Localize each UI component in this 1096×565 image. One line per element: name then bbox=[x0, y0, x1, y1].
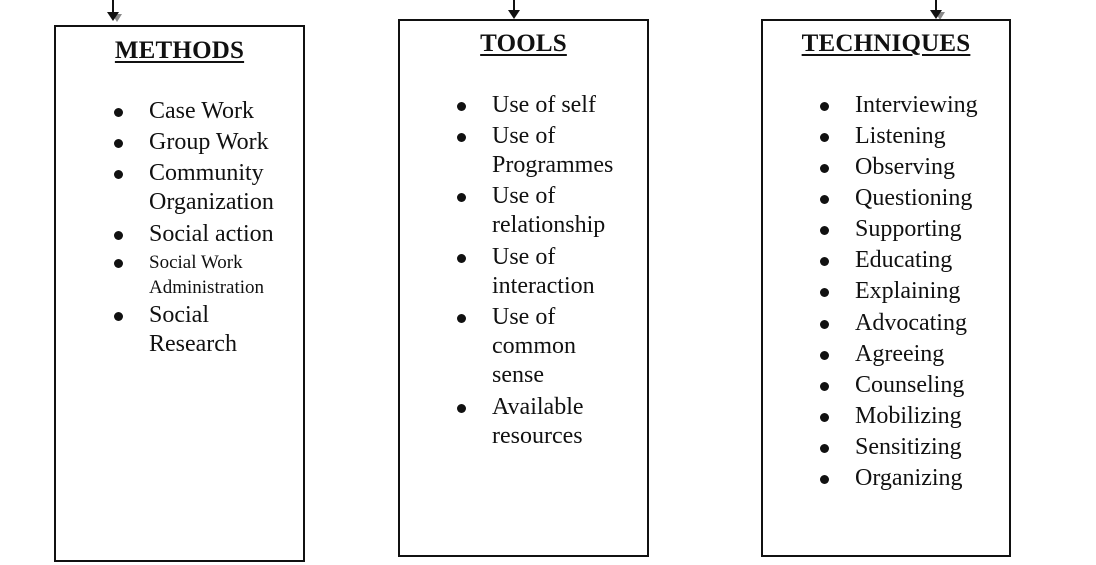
bullet-icon bbox=[820, 102, 829, 111]
tools-item-continued: sense bbox=[492, 362, 544, 388]
techniques-box: TECHNIQUES Interviewing Listening Observ… bbox=[761, 19, 1011, 557]
techniques-item: Listening bbox=[855, 123, 946, 149]
methods-item: Community bbox=[149, 160, 264, 186]
techniques-item: Questioning bbox=[855, 185, 973, 211]
tools-item: Use of bbox=[492, 123, 556, 149]
techniques-item: Observing bbox=[855, 154, 955, 180]
techniques-item: Counseling bbox=[855, 372, 965, 398]
methods-item-continued: Administration bbox=[149, 277, 265, 298]
bullet-icon bbox=[820, 444, 829, 453]
tools-item: Use of bbox=[492, 244, 556, 270]
bullet-icon bbox=[457, 102, 466, 111]
bullet-icon bbox=[820, 413, 829, 422]
bullet-icon bbox=[820, 351, 829, 360]
tools-item: Use of self bbox=[492, 92, 596, 118]
methods-item-continued: Organization bbox=[149, 189, 274, 215]
methods-box: METHODS Case Work Group Work Community O… bbox=[54, 25, 305, 562]
bullet-icon bbox=[114, 108, 123, 117]
arrow-into-methods bbox=[107, 0, 122, 22]
techniques-item: Supporting bbox=[855, 216, 962, 242]
bullet-icon bbox=[114, 231, 123, 240]
bullet-icon bbox=[114, 312, 123, 321]
bullet-icon bbox=[820, 164, 829, 173]
methods-item: Social bbox=[149, 302, 209, 328]
techniques-title: TECHNIQUES bbox=[801, 30, 971, 57]
techniques-item: Educating bbox=[855, 247, 953, 273]
arrow-into-techniques bbox=[930, 0, 945, 20]
methods-item: Social Work bbox=[149, 252, 243, 273]
tools-item: Use of bbox=[492, 304, 556, 330]
bullet-icon bbox=[820, 133, 829, 142]
techniques-item: Advocating bbox=[855, 310, 967, 336]
techniques-item: Organizing bbox=[855, 465, 963, 491]
bullet-icon bbox=[820, 320, 829, 329]
methods-item-continued: Research bbox=[149, 331, 237, 357]
bullet-icon bbox=[457, 404, 466, 413]
bullet-icon bbox=[457, 193, 466, 202]
techniques-item: Mobilizing bbox=[855, 403, 962, 429]
bullet-icon bbox=[820, 475, 829, 484]
tools-item: Use of bbox=[492, 183, 556, 209]
tools-item-continued: resources bbox=[492, 423, 583, 449]
bullet-icon bbox=[820, 195, 829, 204]
arrow-into-tools bbox=[508, 0, 520, 19]
techniques-item: Explaining bbox=[855, 278, 961, 304]
bullet-icon bbox=[114, 259, 123, 268]
techniques-item: Interviewing bbox=[855, 92, 978, 118]
bullet-icon bbox=[457, 254, 466, 263]
bullet-icon bbox=[820, 288, 829, 297]
techniques-item: Sensitizing bbox=[855, 434, 962, 460]
tools-item-continued: interaction bbox=[492, 273, 595, 299]
methods-item: Group Work bbox=[149, 129, 269, 155]
bullet-icon bbox=[820, 257, 829, 266]
tools-title: TOOLS bbox=[480, 30, 567, 57]
tools-box: TOOLS Use of self Use of Programmes Use … bbox=[398, 19, 649, 557]
bullet-icon bbox=[457, 133, 466, 142]
methods-title: METHODS bbox=[114, 37, 245, 64]
bullet-icon bbox=[457, 314, 466, 323]
tools-item-continued: relationship bbox=[492, 212, 606, 238]
tools-item-continued: Programmes bbox=[492, 152, 614, 178]
bullet-icon bbox=[114, 139, 123, 148]
bullet-icon bbox=[820, 382, 829, 391]
methods-item: Case Work bbox=[149, 98, 254, 124]
tools-item-continued: common bbox=[492, 333, 576, 359]
bullet-icon bbox=[820, 226, 829, 235]
techniques-item: Agreeing bbox=[855, 341, 945, 367]
methods-item: Social action bbox=[149, 221, 274, 247]
bullet-icon bbox=[114, 170, 123, 179]
tools-item: Available bbox=[492, 394, 584, 420]
